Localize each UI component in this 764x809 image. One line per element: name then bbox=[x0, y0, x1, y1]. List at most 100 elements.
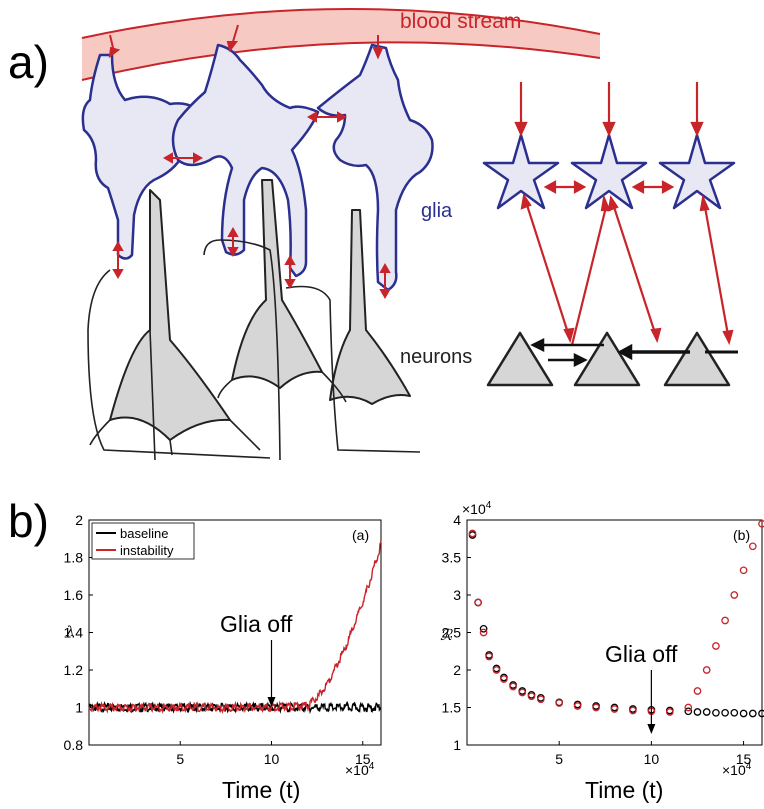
chart1-y-ticks: 0.8 1 1.2 1.4 1.6 1.8 2 bbox=[64, 512, 93, 753]
y-tick-label: 3 bbox=[453, 587, 461, 603]
chart1-x-axis-title: Time (t) bbox=[222, 777, 300, 803]
scatter-point bbox=[712, 708, 720, 717]
y-tick-label: 1 bbox=[453, 737, 461, 753]
schematic-black-arrows bbox=[530, 337, 738, 368]
scatter-point bbox=[721, 708, 729, 717]
neurons-label: neurons bbox=[400, 346, 472, 368]
chart2-y-multiplier: ×104 bbox=[462, 500, 492, 517]
y-tick-label: 2 bbox=[453, 662, 461, 678]
panel-b-label: b) bbox=[8, 495, 49, 547]
scatter-point bbox=[721, 616, 729, 625]
chart1-legend: baseline instability bbox=[91, 522, 195, 560]
scatter-point bbox=[555, 699, 564, 707]
series-line-instability bbox=[88, 540, 382, 715]
legend-baseline: baseline bbox=[120, 526, 168, 541]
scatter-point bbox=[739, 709, 748, 718]
scatter-point bbox=[665, 708, 674, 716]
chart2-y-axis-label: ℛ bbox=[440, 626, 453, 644]
chart2-x-ticks: 5 10 15 bbox=[555, 741, 752, 767]
schematic-red-arrows bbox=[514, 82, 734, 346]
scatter-point bbox=[527, 692, 536, 701]
scatter-point bbox=[748, 542, 757, 551]
blood-stream-label: blood stream bbox=[400, 10, 521, 33]
chart2-plot-area bbox=[466, 519, 763, 746]
y-tick-label: 4 bbox=[453, 512, 461, 528]
scatter-point bbox=[468, 529, 477, 538]
scatter-point bbox=[485, 652, 493, 661]
chart1-panel-tag: (a) bbox=[352, 527, 369, 543]
y-tick-label: 0.8 bbox=[64, 737, 84, 753]
series-line-baseline bbox=[88, 700, 382, 715]
chart1-x-multiplier: ×104 bbox=[345, 761, 375, 778]
scatter-point bbox=[730, 591, 739, 599]
chart1-annotation: Glia off bbox=[220, 611, 293, 707]
chart1-glia-off-label: Glia off bbox=[220, 611, 293, 637]
glia-label: glia bbox=[421, 200, 453, 222]
chart-lambda: 0.8 1 1.2 1.4 1.6 1.8 2 5 10 15 λ (a) Time (t) ×… bbox=[64, 512, 382, 803]
scatter-point bbox=[573, 702, 582, 710]
y-tick-label: 1.6 bbox=[64, 587, 84, 603]
x-tick-label: 5 bbox=[176, 751, 184, 767]
panel-a-label: a) bbox=[8, 36, 49, 88]
y-tick-label: 1 bbox=[75, 700, 83, 716]
y-tick-label: 1.4 bbox=[64, 625, 84, 641]
scatter-point bbox=[492, 666, 501, 674]
scatter-point bbox=[684, 703, 693, 712]
chart2-y-ticks: 1 1.5 2 2.5 3 3.5 4 bbox=[442, 512, 471, 753]
chart1-x-ticks: 5 10 15 bbox=[176, 741, 371, 767]
legend-instability: instability bbox=[120, 543, 174, 558]
scatter-point bbox=[474, 598, 482, 607]
y-tick-label: 1.8 bbox=[64, 550, 84, 566]
scatter-point bbox=[684, 707, 693, 716]
scatter-point bbox=[629, 706, 637, 715]
blood-vessel bbox=[81, 7, 601, 81]
scatter-point bbox=[693, 687, 702, 695]
scatter-point bbox=[592, 703, 600, 712]
scatter-point bbox=[479, 628, 488, 637]
chart1-series bbox=[88, 540, 382, 715]
neuron-triangle-1 bbox=[486, 331, 554, 387]
glia-star-2 bbox=[570, 133, 648, 210]
glia-star-3 bbox=[658, 133, 736, 210]
glia-star-1 bbox=[482, 133, 560, 210]
chart2-x-multiplier: ×104 bbox=[722, 761, 752, 778]
scatter-point bbox=[518, 688, 527, 697]
neuron-triangle-3 bbox=[663, 331, 731, 387]
neuron-triangle-2 bbox=[573, 331, 641, 387]
x-tick-label: 10 bbox=[264, 751, 280, 767]
scatter-point bbox=[702, 666, 711, 674]
chart1-y-axis-label: λ bbox=[65, 624, 75, 640]
scatter-point bbox=[712, 642, 720, 650]
chart2-series bbox=[468, 519, 764, 718]
scatter-point bbox=[758, 519, 764, 528]
chart2-glia-off-label: Glia off bbox=[605, 641, 678, 667]
scatter-point bbox=[509, 682, 517, 691]
y-tick-label: 2.5 bbox=[442, 625, 462, 641]
scatter-point bbox=[758, 709, 764, 718]
scatter-point bbox=[536, 695, 545, 704]
scatter-point bbox=[479, 624, 488, 633]
chart2-panel-tag: (b) bbox=[733, 527, 750, 543]
x-tick-label: 15 bbox=[736, 751, 752, 767]
scatter-point bbox=[748, 709, 757, 718]
neuron-cells bbox=[109, 179, 411, 441]
y-tick-label: 3.5 bbox=[442, 550, 462, 566]
schematic-neuron-triangles bbox=[486, 331, 731, 387]
x-tick-label: 10 bbox=[644, 751, 660, 767]
y-tick-label: 1.2 bbox=[64, 662, 84, 678]
y-tick-label: 1.5 bbox=[442, 700, 462, 716]
neuron-processes bbox=[87, 239, 421, 461]
left-red-arrows bbox=[108, 24, 391, 300]
chart2-annotation: Glia off bbox=[605, 641, 678, 734]
chart2-x-axis-title: Time (t) bbox=[585, 777, 663, 803]
x-tick-label: 5 bbox=[555, 751, 563, 767]
x-tick-label: 15 bbox=[355, 751, 371, 767]
scatter-point bbox=[730, 708, 739, 717]
y-tick-label: 2 bbox=[75, 512, 83, 528]
scatter-point bbox=[610, 705, 619, 713]
schematic-glia-stars bbox=[482, 133, 736, 210]
scatter-point bbox=[739, 566, 748, 575]
scatter-point bbox=[693, 708, 702, 716]
